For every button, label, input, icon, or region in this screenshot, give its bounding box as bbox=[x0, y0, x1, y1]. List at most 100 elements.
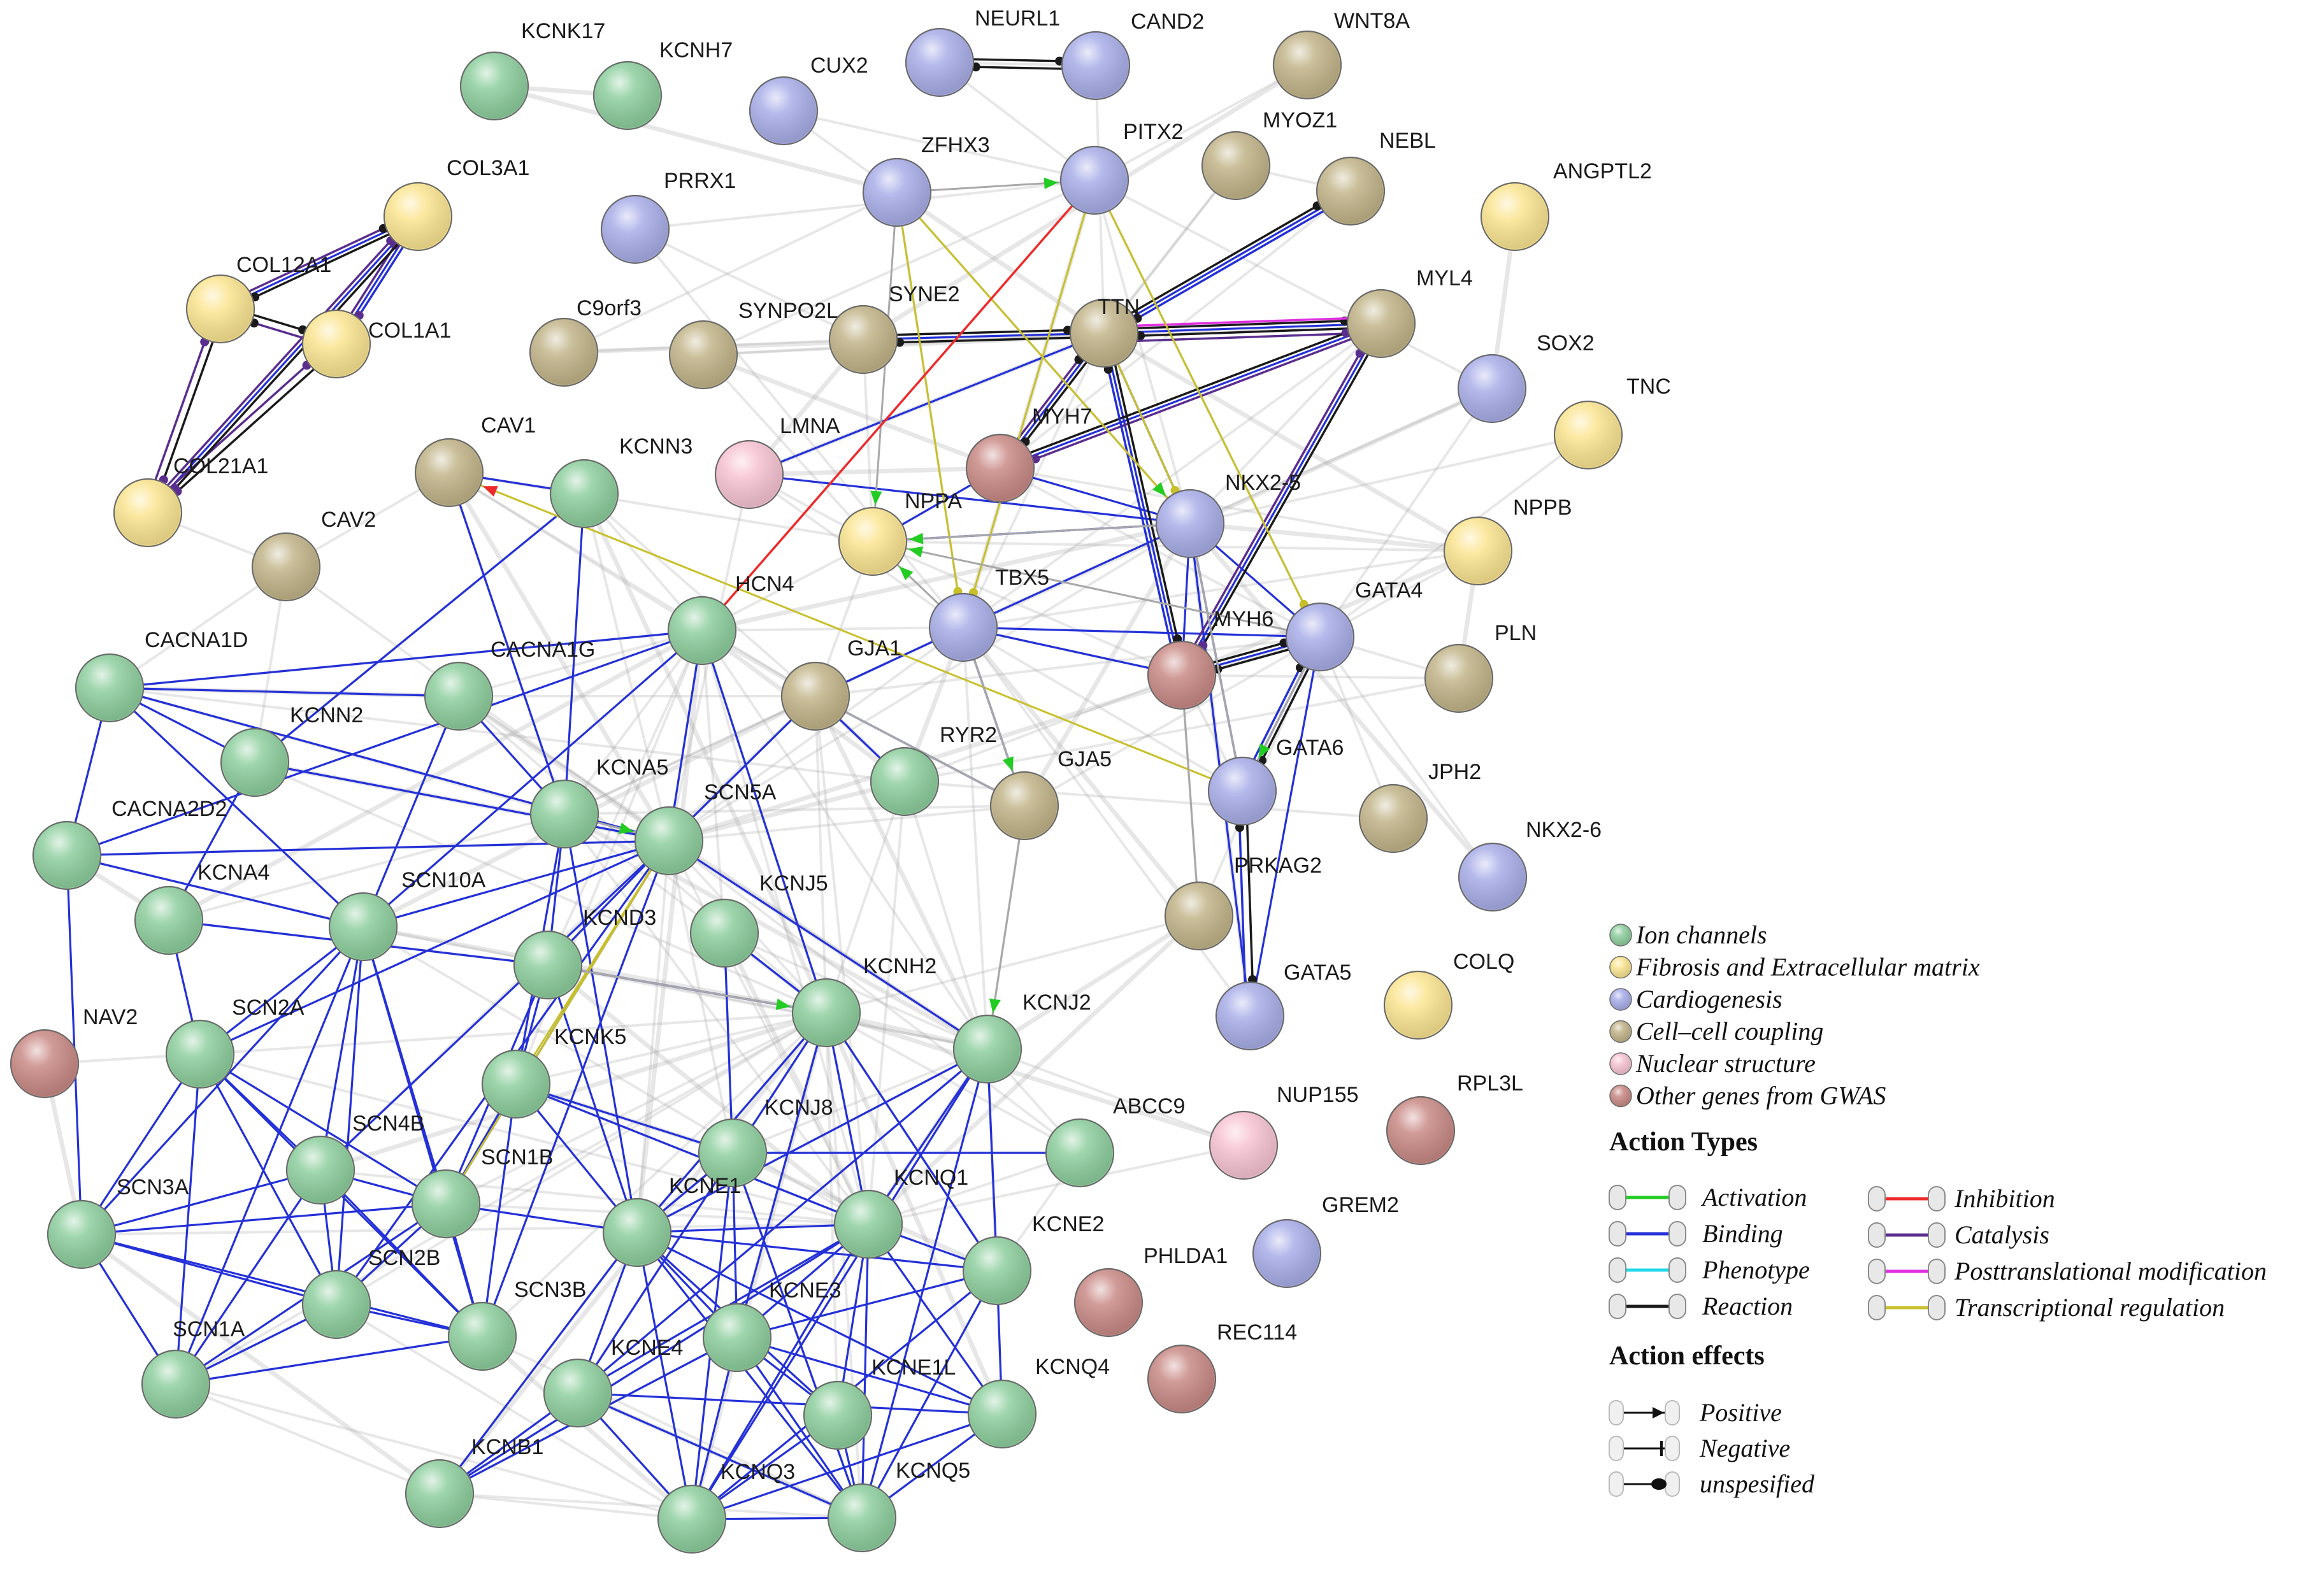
gene-node-myl4: MYL4 bbox=[1346, 266, 1473, 359]
gene-label: TTN bbox=[1098, 295, 1140, 319]
gene-node-sheen bbox=[304, 311, 369, 376]
legend-action-label: Activation bbox=[1700, 1183, 1807, 1211]
gene-label: C9orf3 bbox=[577, 296, 642, 320]
gene-node-angptl2: ANGPTL2 bbox=[1480, 159, 1652, 252]
association-edge bbox=[825, 1011, 839, 1417]
gene-label: KCNH7 bbox=[659, 38, 733, 62]
action-edge bbox=[319, 1169, 484, 1338]
action-edge bbox=[861, 1048, 989, 1518]
gene-node-scn5a: SCN5A bbox=[634, 780, 777, 876]
action-edge bbox=[636, 1232, 863, 1518]
action-edge bbox=[335, 926, 364, 1305]
gene-label: KCNE1L bbox=[872, 1355, 956, 1380]
legend-action-label: Phenotype bbox=[1702, 1255, 1810, 1284]
action-edge bbox=[439, 1223, 869, 1495]
action-edge bbox=[1103, 318, 1381, 331]
gene-label: SOX2 bbox=[1537, 331, 1595, 355]
association-edge bbox=[668, 840, 870, 1225]
association-edge bbox=[825, 780, 906, 1014]
action-edge bbox=[962, 180, 1096, 628]
action-edge bbox=[1103, 316, 1381, 328]
gene-label: MYH7 bbox=[1032, 404, 1092, 429]
gene-node-rpl3l: RPL3L bbox=[1386, 1071, 1523, 1166]
gene-label: SCN3B bbox=[514, 1278, 586, 1302]
gene-node-sheen bbox=[931, 595, 996, 660]
gene-node-nebl: NEBL bbox=[1316, 129, 1436, 226]
association-edge bbox=[1093, 64, 1309, 182]
association-edge bbox=[1189, 387, 1493, 525]
gene-node-myh6: MYH6 bbox=[1147, 607, 1273, 710]
gene-label: GREM2 bbox=[1322, 1193, 1399, 1217]
action-edge bbox=[1107, 332, 1187, 675]
action-edge bbox=[81, 1203, 447, 1236]
gene-node-myh7: MYH7 bbox=[965, 404, 1092, 503]
gene-node-pln: PLN bbox=[1424, 621, 1537, 713]
legend-cap-left bbox=[1609, 1257, 1626, 1283]
gene-node-sheen bbox=[417, 440, 482, 505]
action-edge bbox=[691, 1413, 1003, 1520]
gene-node-c9orf3: C9orf3 bbox=[529, 296, 642, 387]
association-edge bbox=[583, 492, 817, 697]
action-edge bbox=[867, 1224, 1003, 1415]
action-edge bbox=[1000, 322, 1382, 469]
association-edge bbox=[335, 1011, 828, 1306]
association-edge bbox=[1093, 179, 1191, 525]
association-edge bbox=[168, 813, 566, 922]
gene-label: KCNA4 bbox=[197, 861, 269, 885]
gene-node-col3a1: COL3A1 bbox=[383, 156, 529, 252]
gene-node-cand2: CAND2 bbox=[1061, 10, 1204, 101]
legend-action-label: Binding bbox=[1702, 1219, 1783, 1248]
gene-node-sheen bbox=[965, 1238, 1029, 1303]
association-edge bbox=[582, 491, 829, 1015]
action-edge bbox=[1184, 325, 1386, 678]
gene-label: NKX2-5 bbox=[1225, 471, 1301, 495]
gene-node-col1a1: COL1A1 bbox=[301, 309, 451, 379]
gene-node-lmna: LMNA bbox=[714, 414, 840, 510]
gene-node-nppb: NPPB bbox=[1443, 496, 1572, 586]
gene-node-sheen bbox=[605, 1200, 670, 1265]
gene-label: SCN4B bbox=[352, 1111, 424, 1136]
gene-node-sheen bbox=[143, 1352, 208, 1417]
legend-cap-right bbox=[1928, 1186, 1946, 1211]
gene-label: NPPA bbox=[905, 489, 962, 513]
gene-node-kcnn3: KCNN3 bbox=[549, 434, 692, 529]
action-edge bbox=[1103, 322, 1382, 334]
gene-node-sheen bbox=[636, 808, 701, 873]
action-edge bbox=[577, 1012, 828, 1394]
gene-node-col21a1: COL21A1 bbox=[113, 454, 268, 548]
association-edge bbox=[1101, 331, 1481, 554]
gene-node-sheen bbox=[1217, 983, 1282, 1048]
legend-action-inhibition: Inhibition bbox=[1868, 1184, 2055, 1213]
action-edge bbox=[438, 1232, 638, 1494]
gene-node-kcnq4: KCNQ4 bbox=[967, 1355, 1110, 1449]
association-edge bbox=[1093, 179, 1493, 390]
gene-node-sheen bbox=[450, 1304, 515, 1369]
action-edge bbox=[577, 1392, 1003, 1415]
legend-action-transcription: Transcriptional regulation bbox=[1868, 1293, 2225, 1322]
association-edge bbox=[318, 1010, 829, 1173]
gene-node-sheen bbox=[794, 980, 859, 1045]
gene-node-ryr2: RYR2 bbox=[870, 723, 997, 817]
legend-action-phenotype: Phenotype bbox=[1609, 1255, 1810, 1284]
legend-cap-left bbox=[1868, 1295, 1886, 1320]
gene-node-scn3b: SCN3B bbox=[447, 1278, 586, 1371]
action-edge bbox=[144, 213, 416, 511]
action-edge bbox=[636, 1231, 1003, 1415]
association-edge bbox=[1187, 521, 1495, 880]
gene-node-sheen bbox=[1426, 646, 1491, 711]
legend-action-label: Reaction bbox=[1702, 1292, 1793, 1320]
association-edge bbox=[702, 354, 874, 543]
gene-node-scn4b: SCN4B bbox=[285, 1111, 424, 1205]
gene-node-abcc9: ABCC9 bbox=[1045, 1094, 1185, 1188]
gene-node-gata6: GATA6 bbox=[1207, 736, 1344, 826]
gene-node-sheen bbox=[705, 1305, 770, 1370]
gene-label: KCNN3 bbox=[619, 434, 692, 459]
gene-node-gata4: GATA4 bbox=[1285, 578, 1423, 672]
association-edge bbox=[445, 1011, 828, 1205]
gene-label: RPL3L bbox=[1457, 1071, 1523, 1096]
legend-swatch-sheen bbox=[1610, 1085, 1631, 1106]
action-edge bbox=[1104, 331, 1382, 343]
gene-node-sheen bbox=[1556, 403, 1621, 468]
association-edge bbox=[701, 352, 1003, 471]
